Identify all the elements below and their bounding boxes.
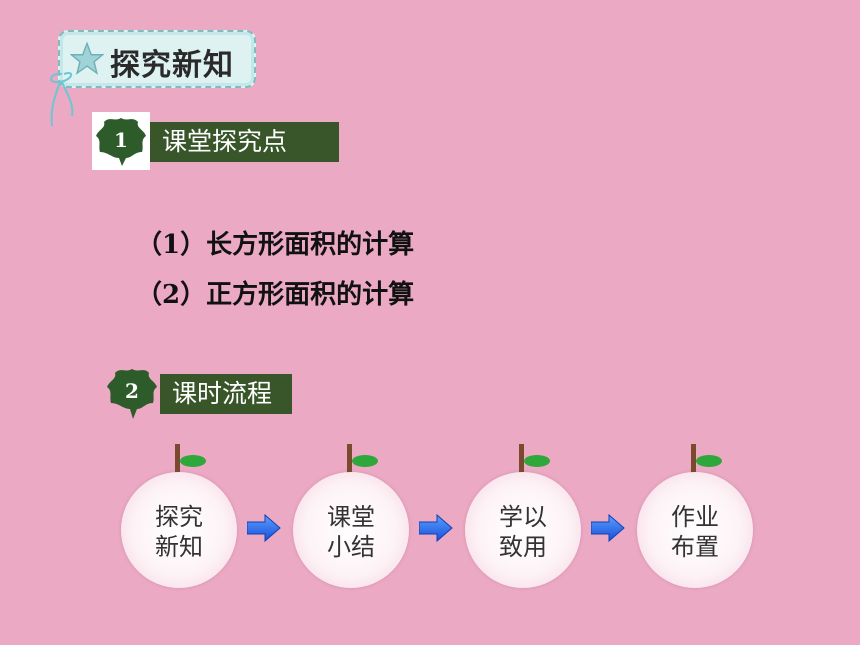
section-title-bar: 课堂探究点 — [150, 122, 339, 162]
section-number: 2 — [125, 379, 139, 403]
fruit-stem-icon — [175, 444, 206, 474]
flow-step-2: 课堂 小结 — [291, 444, 411, 590]
arrow-right-icon — [591, 514, 625, 542]
fruit-stem-icon — [519, 444, 550, 474]
leaf-number-1-icon: 1 — [92, 112, 150, 170]
leaf-number-2-icon: 2 — [107, 369, 157, 419]
flow-step-label: 作业 — [671, 503, 719, 531]
section-number: 1 — [114, 128, 128, 152]
flow-step-label: 课堂 — [327, 503, 375, 531]
section-title-bar: 课时流程 — [160, 374, 292, 414]
star-icon — [70, 42, 104, 75]
flow-step-label: 布置 — [671, 533, 719, 561]
list-item: （2）正方形面积的计算 — [136, 280, 415, 310]
flow-step-4: 作业 布置 — [635, 444, 755, 590]
fruit-stem-icon — [347, 444, 378, 474]
flow-step-label: 小结 — [327, 533, 375, 561]
badge-title: 探究新知 — [110, 48, 234, 83]
flow-step-label: 新知 — [155, 533, 203, 561]
flow-step-1: 探究 新知 — [119, 444, 239, 590]
flow-step-label: 学以 — [499, 503, 547, 531]
flow-step-3: 学以 致用 — [463, 444, 583, 590]
flow-step-label: 致用 — [499, 533, 547, 561]
fruit-stem-icon — [691, 444, 722, 474]
section-badge: 探究新知 — [58, 30, 256, 88]
list-item: （1）长方形面积的计算 — [136, 230, 415, 260]
arrow-right-icon — [419, 514, 453, 542]
arrow-right-icon — [247, 514, 281, 542]
flow-step-label: 探究 — [155, 503, 203, 531]
ribbon-icon — [50, 72, 74, 127]
